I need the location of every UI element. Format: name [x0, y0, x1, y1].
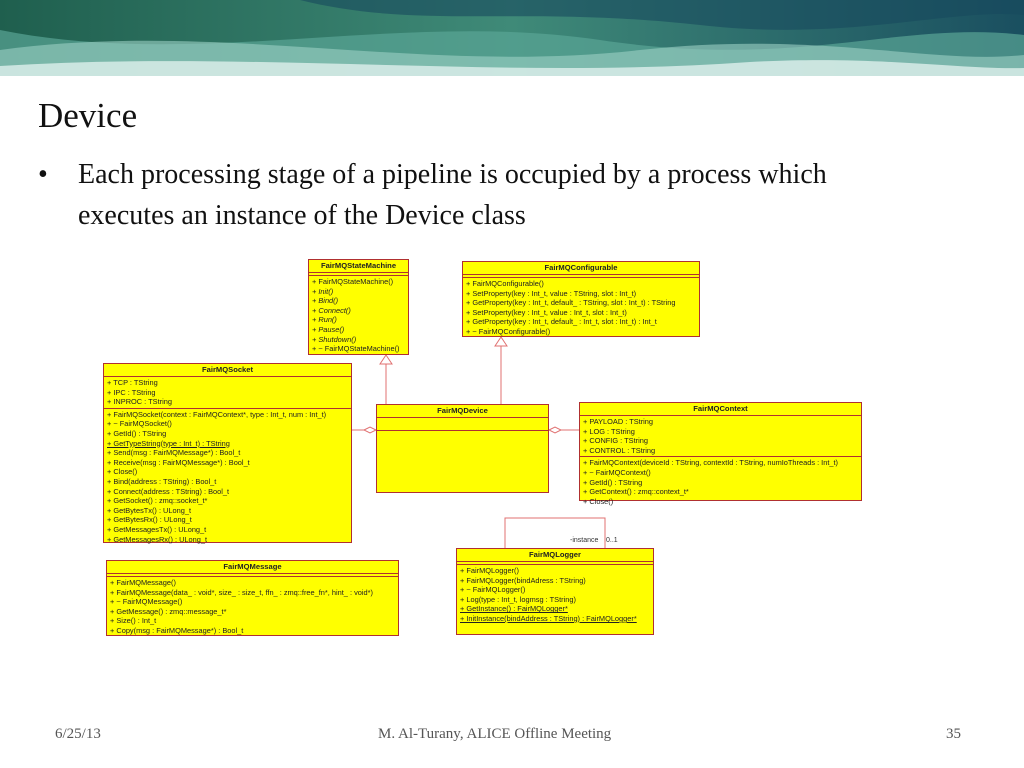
attribute-row: + CONTROL : TString — [583, 445, 656, 455]
attribute-row: + LOG : TString — [583, 426, 635, 436]
operation-row: + ~ FairMQMessage() — [110, 597, 183, 607]
operation-row: + GetId() : TString — [107, 428, 167, 438]
operation-row: + Bind(address : TString) : Bool_t — [107, 476, 217, 486]
logger-multiplicity: 0..1 — [606, 537, 618, 544]
logger-self-association — [504, 517, 606, 548]
operations-compartment: + FairMQConfigurable()+ SetProperty(key … — [463, 278, 699, 338]
operation-row: + ~ FairMQContext() — [583, 467, 651, 477]
operation-row: + GetProperty(key : Int_t, default_ : In… — [466, 317, 657, 327]
class-configurable[interactable]: FairMQConfigurable + FairMQConfigurable(… — [462, 261, 700, 337]
operation-row: + GetId() : TString — [583, 477, 643, 487]
attribute-row: + INPROC : TString — [107, 397, 172, 407]
operations-compartment: + FairMQMessage()+ FairMQMessage(data_ :… — [107, 577, 398, 637]
operation-row: + GetBytesTx() : ULong_t — [107, 505, 191, 515]
operations-compartment: + FairMQSocket(context : FairMQContext*,… — [104, 409, 351, 545]
operation-row: + GetInstance() : FairMQLogger* — [460, 604, 568, 614]
operation-row: + InitInstance(bindAddress : TString) : … — [460, 613, 637, 623]
operation-row: + Connect(address : TString) : Bool_t — [107, 486, 230, 496]
bullet-marker: • — [38, 159, 48, 190]
operation-row: + GetSocket() : zmq::socket_t* — [107, 496, 208, 506]
footer-date: 6/25/13 — [55, 726, 101, 742]
operation-row: + Copy(msg : FairMQMessage*) : Bool_t — [110, 625, 244, 635]
operation-row: + Receive(msg : FairMQMessage*) : Bool_t — [107, 457, 250, 467]
operation-row: + Log(type : Int_t, logmsg : TString) — [460, 594, 576, 604]
operation-row: + Init() — [312, 286, 334, 296]
operation-row: + GetProperty(key : Int_t, default_ : TS… — [466, 298, 676, 308]
aggregation-diamond — [547, 426, 563, 434]
bullet-text: Each processing stage of a pipeline is o… — [78, 159, 827, 231]
attribute-row: + PAYLOAD : TString — [583, 417, 654, 426]
operation-row: + FairMQConfigurable() — [466, 279, 544, 288]
operations-compartment: + FairMQContext(deviceId : TString, cont… — [580, 457, 861, 507]
operation-row: + ~ FairMQSocket() — [107, 419, 172, 429]
operation-row: + Bind() — [312, 296, 339, 306]
operation-row: + GetMessage() : zmq::message_t* — [110, 606, 227, 616]
operations-compartment: + FairMQLogger()+ FairMQLogger(bindAdres… — [457, 565, 653, 625]
attributes-compartment — [107, 574, 398, 577]
class-message[interactable]: FairMQMessage + FairMQMessage()+ FairMQM… — [106, 560, 399, 636]
class-statemachine[interactable]: FairMQStateMachine + FairMQStateMachine(… — [308, 259, 409, 355]
operation-row: + ~ FairMQLogger() — [460, 585, 526, 595]
operation-row: + FairMQLogger() — [460, 566, 519, 575]
attributes-compartment — [377, 418, 548, 431]
operation-row: + ~ FairMQConfigurable() — [466, 326, 551, 336]
operation-row: + FairMQSocket(context : FairMQContext*,… — [107, 409, 327, 419]
operation-row: + FairMQMessage(data_ : void*, size_ : s… — [110, 587, 373, 597]
operations-compartment: + FairMQStateMachine()+ Init()+ Bind()+ … — [309, 276, 408, 355]
class-name: FairMQConfigurable — [463, 262, 699, 275]
operation-row: + Send(msg : FairMQMessage*) : Bool_t — [107, 448, 241, 458]
class-name: FairMQMessage — [107, 561, 398, 574]
class-name: FairMQSocket — [104, 364, 351, 377]
attributes-compartment — [457, 562, 653, 565]
footer-center: M. Al-Turany, ALICE Offline Meeting — [378, 726, 612, 742]
header-banner — [0, 0, 1024, 76]
aggregation-diamond — [362, 426, 378, 434]
operation-row: + GetMessagesTx() : ULong_t — [107, 524, 207, 534]
attributes-compartment — [463, 275, 699, 278]
attribute-row: + TCP : TString — [107, 378, 158, 387]
class-logger[interactable]: FairMQLogger + FairMQLogger()+ FairMQLog… — [456, 548, 654, 635]
class-device[interactable]: FairMQDevice — [376, 404, 549, 493]
operation-row: + SetProperty(key : Int_t, value : Int_t… — [466, 307, 627, 317]
class-name: FairMQContext — [580, 403, 861, 416]
operation-row: + FairMQContext(deviceId : TString, cont… — [583, 458, 839, 468]
operation-row: + Close() — [583, 496, 614, 506]
operation-row: + Shutdown() — [312, 334, 357, 344]
operation-row: + ~ FairMQStateMachine() — [312, 344, 400, 354]
operation-row: + Close() — [107, 467, 138, 477]
operation-row: + Connect() — [312, 305, 351, 315]
class-name: FairMQDevice — [377, 405, 548, 418]
operation-row: + FairMQLogger(bindAdress : TString) — [460, 575, 586, 585]
operation-row: + GetTypeString(type : Int_t) : TString — [107, 438, 230, 448]
operation-row: + GetContext() : zmq::context_t* — [583, 487, 689, 497]
class-context[interactable]: FairMQContext + PAYLOAD : TString+ LOG :… — [579, 402, 862, 506]
operation-row: + GetBytesRx() : ULong_t — [107, 515, 192, 525]
attribute-row: + IPC : TString — [107, 387, 156, 397]
operation-row: + GetMessagesRx() : ULong_t — [107, 534, 208, 544]
logger-role-label: -instance — [570, 537, 599, 544]
class-name: FairMQLogger — [457, 549, 653, 562]
slide-title: Device — [38, 96, 138, 135]
attribute-row: + CONFIG : TString — [583, 436, 648, 446]
operation-row: + Size() : Int_t — [110, 616, 157, 626]
generalization-arrowhead — [379, 354, 393, 365]
operation-row: + Run() — [312, 315, 337, 325]
operation-row: + SetProperty(key : Int_t, value : TStri… — [466, 288, 637, 298]
operation-row: + FairMQMessage() — [110, 578, 176, 587]
attributes-compartment — [309, 273, 408, 276]
class-socket[interactable]: FairMQSocket + TCP : TString+ IPC : TStr… — [103, 363, 352, 545]
class-name: FairMQStateMachine — [309, 260, 408, 273]
generalization-arrowhead — [494, 336, 508, 347]
operation-row: + FairMQStateMachine() — [312, 277, 394, 286]
attributes-compartment: + TCP : TString+ IPC : TString+ INPROC :… — [104, 377, 351, 409]
operation-row: + Pause() — [312, 324, 345, 334]
attributes-compartment: + PAYLOAD : TString+ LOG : TString+ CONF… — [580, 416, 861, 458]
footer-page-number: 35 — [946, 726, 961, 742]
